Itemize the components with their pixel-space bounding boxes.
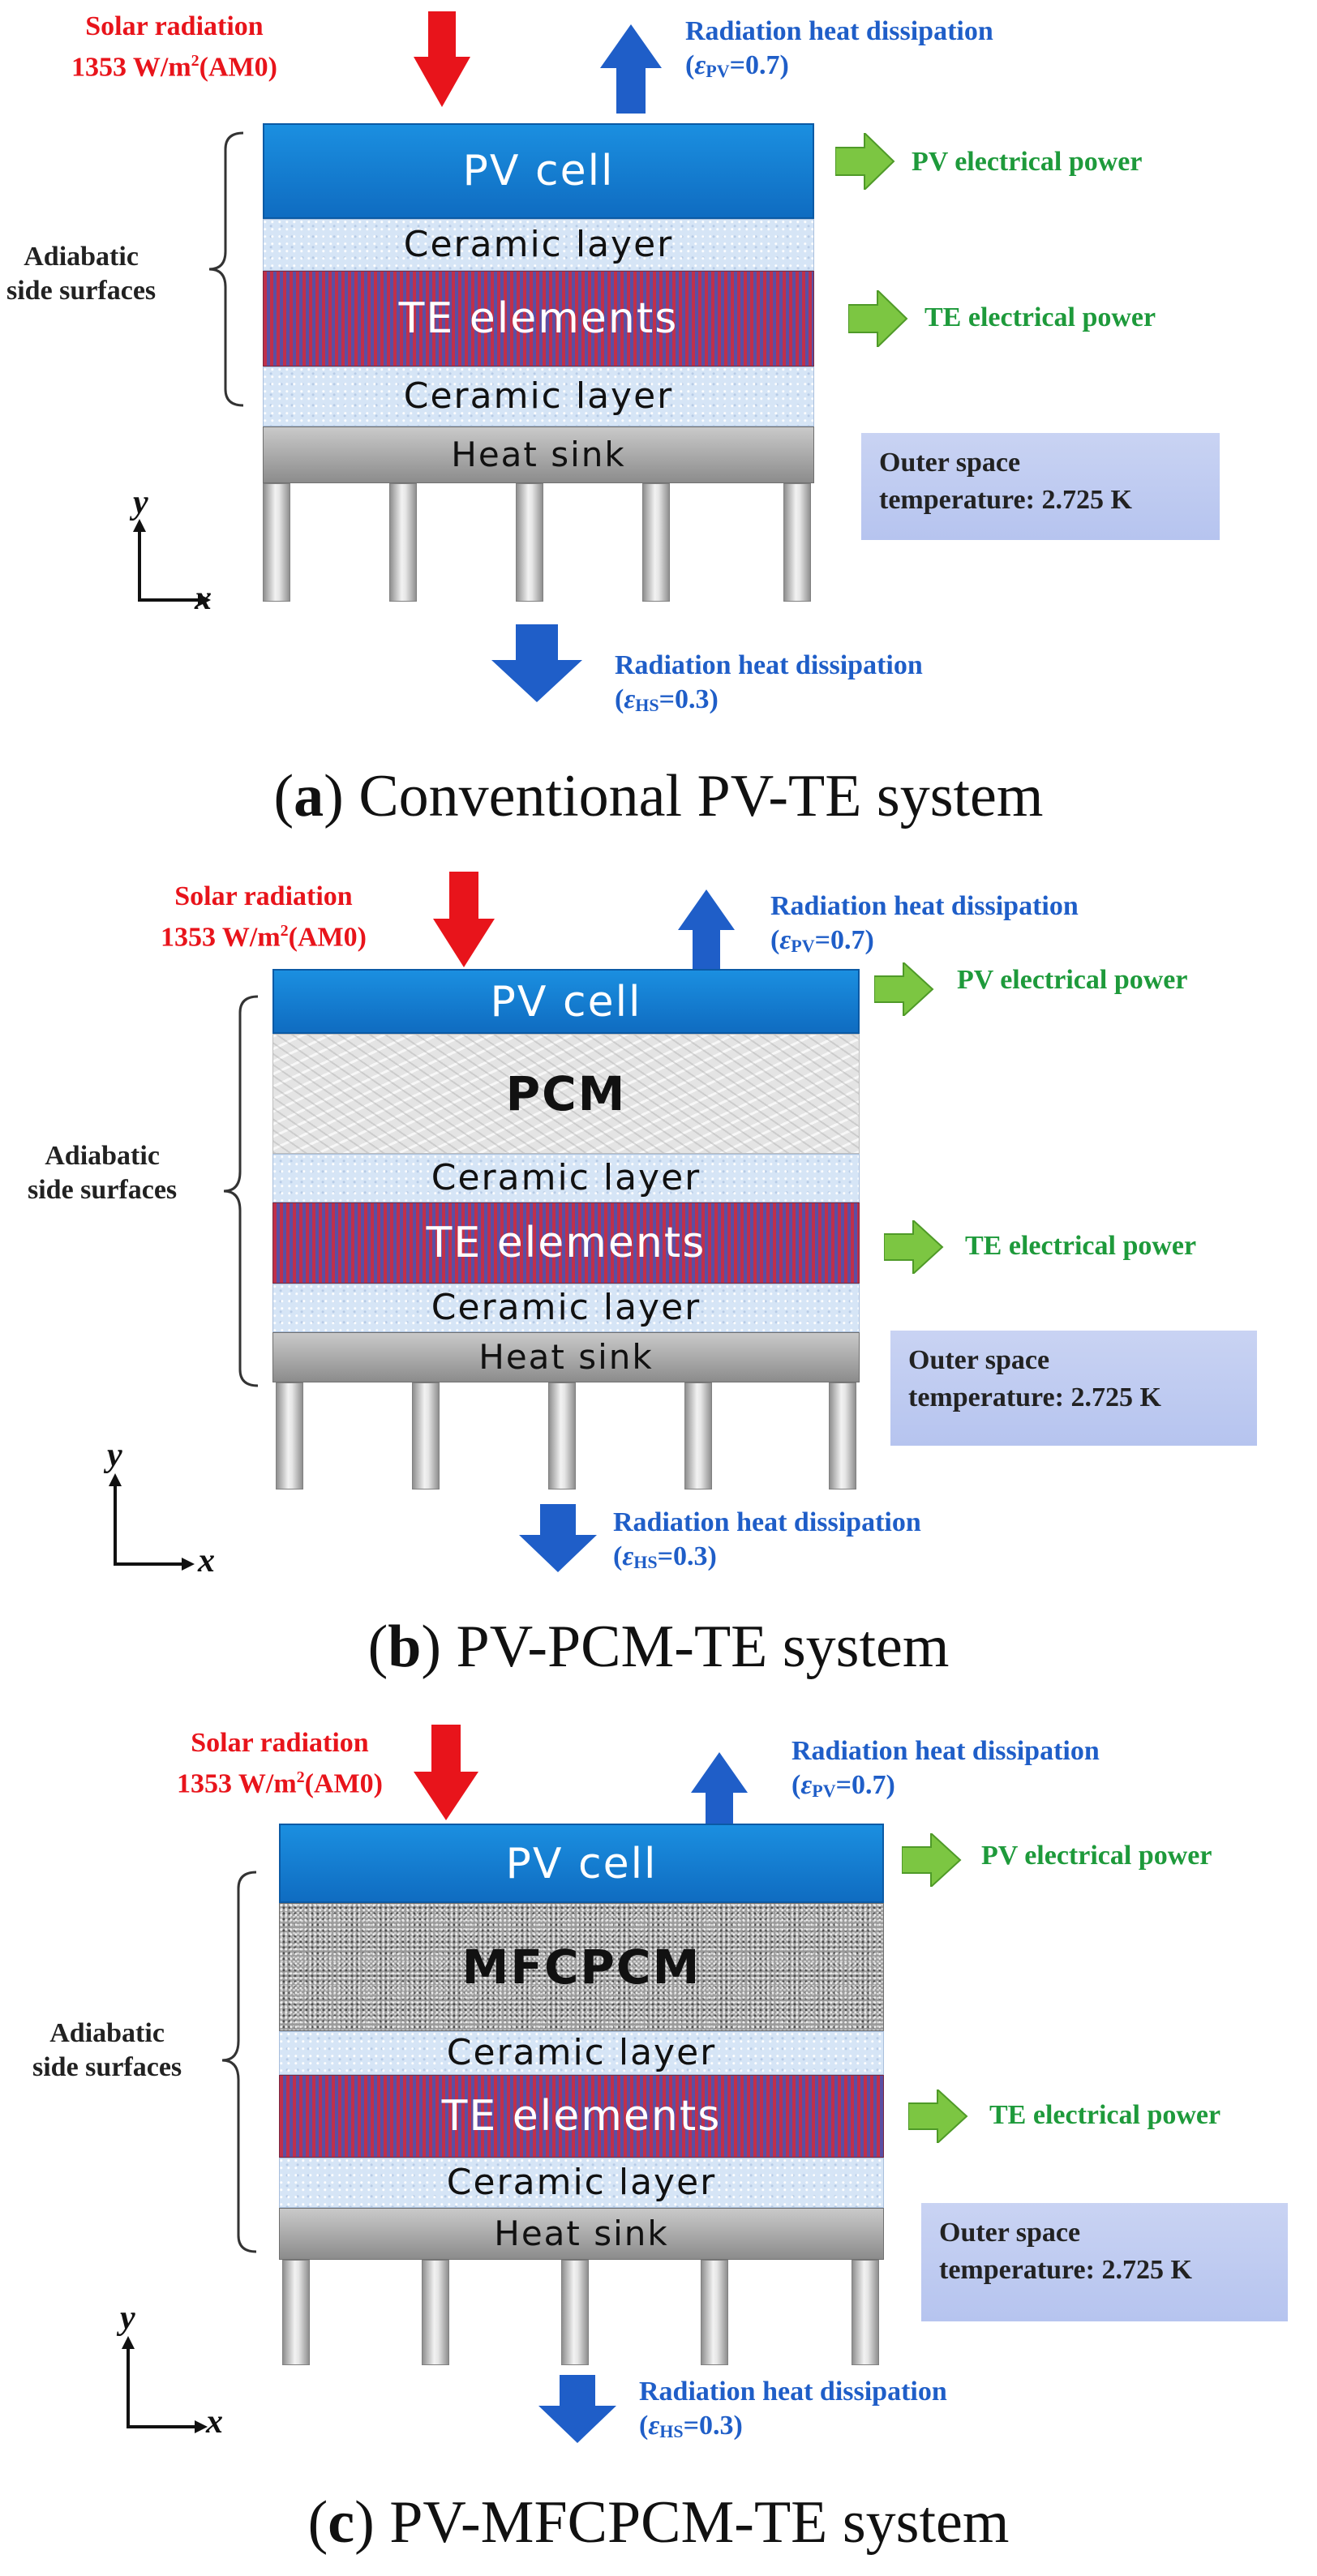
adiabatic-label: Adiabatic side surfaces <box>28 1141 178 1205</box>
power-right-arrow-icon <box>874 962 934 1016</box>
x-axis-label: x <box>206 2403 223 2441</box>
caption-b: (b) PV-PCM-TE system <box>367 1614 950 1680</box>
y-axis-label: y <box>107 1437 122 1474</box>
axes-icon <box>133 519 211 606</box>
adiabatic-brace-icon <box>208 131 244 407</box>
heat-sink-fin <box>561 2260 589 2365</box>
mfcpcm-layer: MFCPCM <box>279 1903 884 2031</box>
radiation-up-arrow-icon <box>691 1752 748 1832</box>
top-radiation-label: Radiation heat dissipation (εPV=0.7) <box>770 891 1079 956</box>
pv-power-label: PV electrical power <box>912 147 1143 177</box>
bottom-radiation-label: Radiation heat dissipation (εHS=0.3) <box>639 2377 947 2441</box>
axes-icon <box>109 1473 195 1571</box>
adiabatic-label: Adiabatic side surfaces <box>32 2018 182 2082</box>
solar-radiation-label: Solar radiation 1353 W/m2(AM0) <box>161 881 367 953</box>
heat-sink-fin <box>282 2260 310 2365</box>
power-right-arrow-icon <box>902 1833 962 1887</box>
solar-radiation-label: Solar radiation 1353 W/m2(AM0) <box>177 1728 383 1799</box>
heat-sink-fin <box>829 1382 856 1489</box>
caption-a: (a) Conventional PV-TE system <box>273 763 1044 829</box>
te-elements-layer: TE elements <box>263 271 814 366</box>
panel-b: Solar radiation 1353 W/m2(AM0) Radiation… <box>0 864 1317 1723</box>
pv-cell-layer: PV cell <box>263 123 814 219</box>
heat-sink-layer: Heat sink <box>272 1332 860 1382</box>
heat-sink-fin <box>412 1382 440 1489</box>
solar-down-arrow-icon <box>414 1725 478 1820</box>
bottom-radiation-label: Radiation heat dissipation (εHS=0.3) <box>613 1507 921 1572</box>
radiation-up-arrow-icon <box>600 24 662 114</box>
solar-radiation-label: Solar radiation 1353 W/m2(AM0) <box>71 11 277 83</box>
te-power-label: TE electrical power <box>924 302 1156 332</box>
te-power-label: TE electrical power <box>989 2100 1221 2130</box>
te-elements-layer: TE elements <box>279 2075 884 2158</box>
solar-down-arrow-icon <box>414 11 470 107</box>
top-radiation-label: Radiation heat dissipation (εPV=0.7) <box>791 1736 1100 1801</box>
axes-icon <box>122 2336 208 2433</box>
heat-sink-fin <box>642 483 670 602</box>
heat-sink-fin <box>684 1382 712 1489</box>
radiation-down-arrow-icon <box>519 1504 597 1572</box>
heat-sink-fin <box>516 483 543 602</box>
radiation-down-arrow-icon <box>538 2375 616 2443</box>
radiation-up-arrow-icon <box>678 889 735 971</box>
heat-sink-fin <box>548 1382 576 1489</box>
te-elements-layer: TE elements <box>272 1202 860 1284</box>
power-right-arrow-icon <box>884 1220 944 1274</box>
heat-sink-layer: Heat sink <box>279 2208 884 2260</box>
pv-cell-layer: PV cell <box>279 1824 884 1903</box>
ceramic-layer-top: Ceramic layer <box>272 1154 860 1202</box>
heat-sink-fin <box>276 1382 303 1489</box>
outer-space-box: Outer space temperature: 2.725 K <box>921 2203 1288 2321</box>
heat-sink-fin <box>263 483 290 602</box>
y-axis-label: y <box>120 2300 135 2337</box>
radiation-down-arrow-icon <box>491 624 582 702</box>
power-right-arrow-icon <box>908 2090 968 2143</box>
panel-c: Solar radiation 1353 W/m2(AM0) Radiation… <box>0 1723 1317 2576</box>
heat-sink-fin <box>783 483 811 602</box>
adiabatic-brace-icon <box>221 1871 257 2253</box>
pcm-layer: PCM <box>272 1034 860 1154</box>
outer-space-box: Outer space temperature: 2.725 K <box>890 1331 1257 1446</box>
te-power-label: TE electrical power <box>965 1231 1197 1261</box>
ceramic-layer-top: Ceramic layer <box>263 219 814 271</box>
heat-sink-layer: Heat sink <box>263 426 814 483</box>
ceramic-layer-bottom: Ceramic layer <box>263 366 814 426</box>
heat-sink-fin <box>852 2260 879 2365</box>
x-axis-label: x <box>195 580 212 617</box>
caption-c: (c) PV-MFCPCM-TE system <box>307 2489 1010 2556</box>
heat-sink-fin <box>701 2260 728 2365</box>
ceramic-layer-bottom: Ceramic layer <box>272 1284 860 1332</box>
power-right-arrow-icon <box>848 290 908 347</box>
adiabatic-brace-icon <box>223 995 259 1387</box>
heat-sink-fin <box>389 483 417 602</box>
adiabatic-label: Adiabatic side surfaces <box>6 242 157 306</box>
pv-power-label: PV electrical power <box>981 1841 1212 1871</box>
solar-down-arrow-icon <box>433 872 495 967</box>
x-axis-label: x <box>198 1542 215 1579</box>
pv-cell-layer: PV cell <box>272 969 860 1034</box>
panel-a: Solar radiation 1353 W/m2(AM0) Radiation… <box>0 0 1317 864</box>
y-axis-label: y <box>133 484 148 521</box>
pv-power-label: PV electrical power <box>957 965 1188 995</box>
power-right-arrow-icon <box>835 133 895 190</box>
ceramic-layer-bottom: Ceramic layer <box>279 2158 884 2208</box>
outer-space-box: Outer space temperature: 2.725 K <box>861 433 1220 540</box>
ceramic-layer-top: Ceramic layer <box>279 2031 884 2075</box>
heat-sink-fin <box>422 2260 449 2365</box>
bottom-radiation-label: Radiation heat dissipation (εHS=0.3) <box>615 650 923 715</box>
top-radiation-label: Radiation heat dissipation (εPV=0.7) <box>685 16 993 81</box>
